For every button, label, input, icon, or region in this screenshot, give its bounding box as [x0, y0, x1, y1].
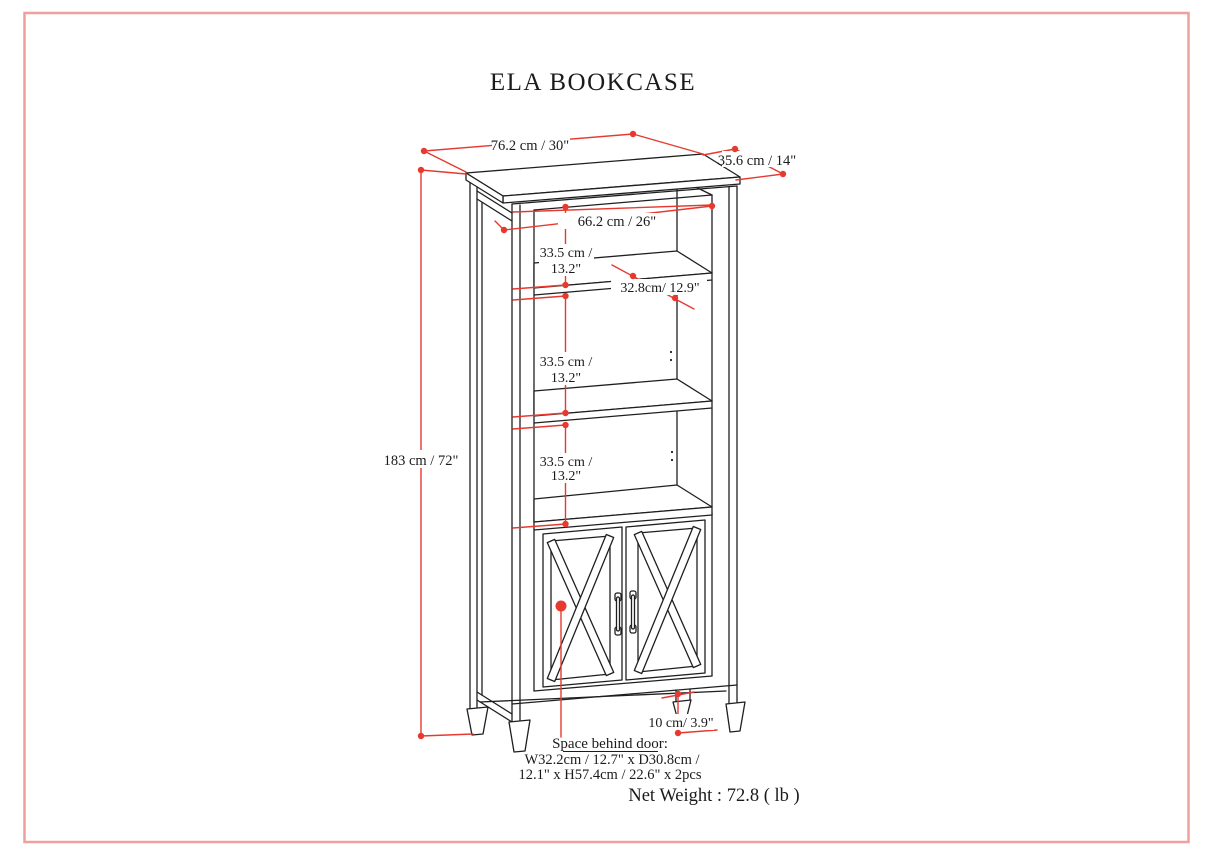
space-behind-door-note: Space behind door: W32.2cm / 12.7" x D30… — [518, 736, 701, 783]
left-side-panel — [469, 180, 513, 723]
dim-shelf-gap-1-label-line1: 33.5 cm / — [540, 246, 593, 261]
dim-shelf-gap-3-label-line1: 33.5 cm / — [540, 455, 593, 470]
dim-shelf-gap-3-label-line2: 13.2" — [551, 469, 581, 484]
label-backgrounds — [385, 137, 790, 730]
net-weight-label: Net Weight : 72.8 ( lb ) — [628, 786, 799, 806]
dimension-endpoints — [417, 130, 787, 740]
dim-shelf-gap-1-label-line2: 13.2" — [551, 262, 581, 277]
space-behind-door-line3: 12.1" x H57.4cm / 22.6" x 2pcs — [518, 767, 701, 783]
dim-shelf-gap-2-label-line2: 13.2" — [551, 371, 581, 386]
space-behind-door-title: Space behind door: — [552, 736, 668, 752]
door-left-x-bar-2 — [546, 533, 615, 683]
dim-leg-clearance-label: 10 cm/ 3.9" — [648, 716, 713, 731]
dim-depth-label: 35.6 cm / 14" — [718, 153, 796, 169]
dim-width-label: 76.2 cm / 30" — [491, 138, 569, 154]
leg-front-left — [508, 719, 531, 753]
dimension-lines — [420, 133, 784, 738]
door-right — [625, 519, 706, 681]
dim-height-label: 183 cm / 72" — [384, 453, 459, 469]
bookcase-drawing — [465, 153, 746, 753]
leg-front-right — [725, 701, 746, 733]
door-handle-right — [629, 590, 637, 634]
space-behind-door-line2: W32.2cm / 12.7" x D30.8cm / — [524, 752, 700, 768]
page-border — [23, 11, 1190, 844]
page-title: ELA BOOKCASE — [490, 69, 696, 96]
dim-interior-width-label: 66.2 cm / 26" — [578, 214, 656, 230]
door-left — [542, 526, 623, 688]
space-behind-door-dot — [555, 600, 567, 612]
top-slab — [465, 153, 741, 204]
door-right-x-bar-2 — [633, 525, 702, 675]
dim-shelf-gap-2-label-line1: 33.5 cm / — [540, 355, 593, 370]
shelf-b — [533, 378, 713, 424]
leg-back-left — [466, 706, 489, 736]
dim-shelf-depth-label: 32.8cm/ 12.9" — [620, 281, 699, 296]
door-handle-left — [614, 592, 622, 636]
bottom-board — [533, 484, 713, 531]
front-frame — [511, 185, 738, 724]
